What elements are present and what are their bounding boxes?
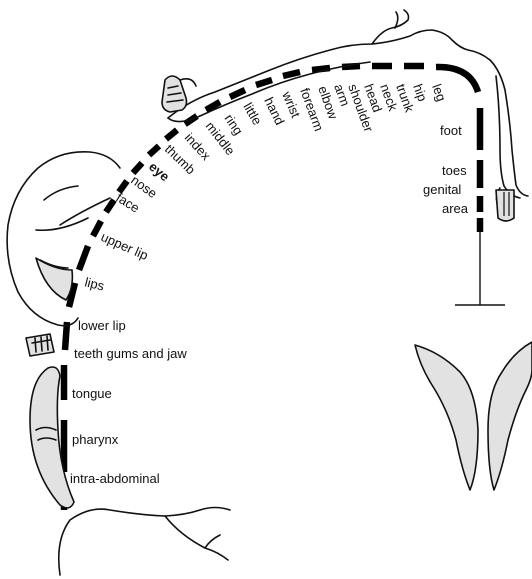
label-little: little — [240, 100, 265, 128]
arc-labels: leg hip trunk neck head shoulder arm elb… — [70, 82, 449, 486]
label-genital: genital — [423, 182, 461, 197]
homunculus-body — [168, 10, 528, 207]
label-lower-lip: lower lip — [78, 318, 126, 333]
label-leg: leg — [429, 82, 449, 103]
band-segment — [230, 90, 245, 97]
right-labels: foot toes genital area — [423, 123, 469, 216]
band-segment — [283, 72, 300, 76]
homunculus-tongue — [30, 367, 74, 508]
band-segment — [93, 221, 101, 236]
band-segment — [79, 246, 88, 270]
label-lips: lips — [83, 274, 106, 293]
fissure-lines — [59, 508, 230, 576]
homunculus-hand — [162, 76, 196, 112]
label-eye: eye — [146, 159, 172, 184]
label-intra-abdominal: intra-abdominal — [70, 471, 160, 486]
label-teeth-gums-jaw: teeth gums and jaw — [74, 346, 187, 361]
label-foot: foot — [440, 123, 462, 138]
label-pharynx: pharynx — [72, 432, 119, 447]
label-area: area — [442, 201, 469, 216]
band-segment — [166, 130, 177, 139]
label-toes: toes — [442, 163, 467, 178]
label-upper-lip: upper lip — [99, 229, 151, 263]
band-segment — [149, 146, 159, 155]
band-segment — [256, 80, 272, 85]
label-face: face — [113, 190, 142, 216]
brain-coronal-section — [415, 342, 532, 490]
homunculus-jaw — [26, 334, 54, 356]
label-tongue: tongue — [72, 386, 112, 401]
cortical-band — [64, 66, 480, 510]
homunculus-toes — [496, 190, 514, 221]
